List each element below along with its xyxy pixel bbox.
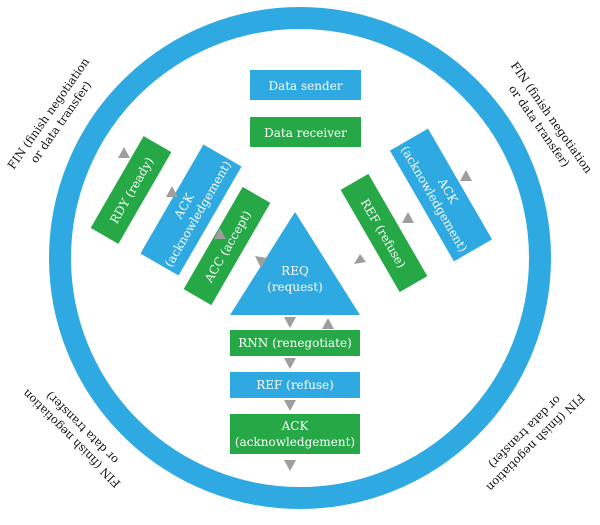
rdy-box — [90, 136, 172, 244]
rnn-label: RNN (renegotiate) — [238, 336, 352, 350]
right-ack-box — [389, 128, 493, 262]
right-ref-box — [340, 173, 428, 293]
fin-bottom-left: FIN (finish negotiation or data transfer… — [19, 386, 123, 490]
legend-sender-box — [250, 70, 361, 100]
arrow-rnn-up — [322, 318, 334, 329]
bottom-ref-box — [230, 372, 360, 398]
arrow-rdy-up — [118, 147, 130, 158]
left-ack-box — [140, 144, 242, 276]
arrow-ref-down — [284, 400, 296, 411]
req-triangle — [230, 212, 360, 315]
rnn-box — [230, 330, 360, 356]
req-label: REQ — [281, 264, 309, 278]
arrows — [118, 147, 472, 471]
acc-box — [183, 186, 271, 306]
arrow-right-ref-up — [402, 212, 414, 223]
arrow-rnn-down — [284, 358, 296, 369]
legend-receiver-box — [250, 117, 361, 147]
arrow-req-right — [354, 254, 366, 264]
arrow-acc-up — [214, 228, 226, 239]
arrow-ack-down — [284, 460, 296, 471]
legend-receiver-label: Data receiver — [264, 126, 347, 140]
legend-sender-label: Data sender — [268, 79, 342, 93]
bottom-ack-label: ACK — [281, 419, 310, 433]
outer-ring — [49, 7, 551, 509]
bottom-ref-label: REF (refuse) — [256, 378, 334, 392]
arrow-left-ack-up — [166, 186, 178, 197]
arrow-req-left — [255, 256, 267, 268]
arrow-right-ack-up — [460, 170, 472, 181]
bottom-ack-sublabel: (acknowledgement) — [235, 435, 355, 449]
arrow-req-down — [284, 317, 296, 328]
req-sublabel: (request) — [267, 280, 323, 294]
bottom-ack-box — [230, 414, 360, 454]
